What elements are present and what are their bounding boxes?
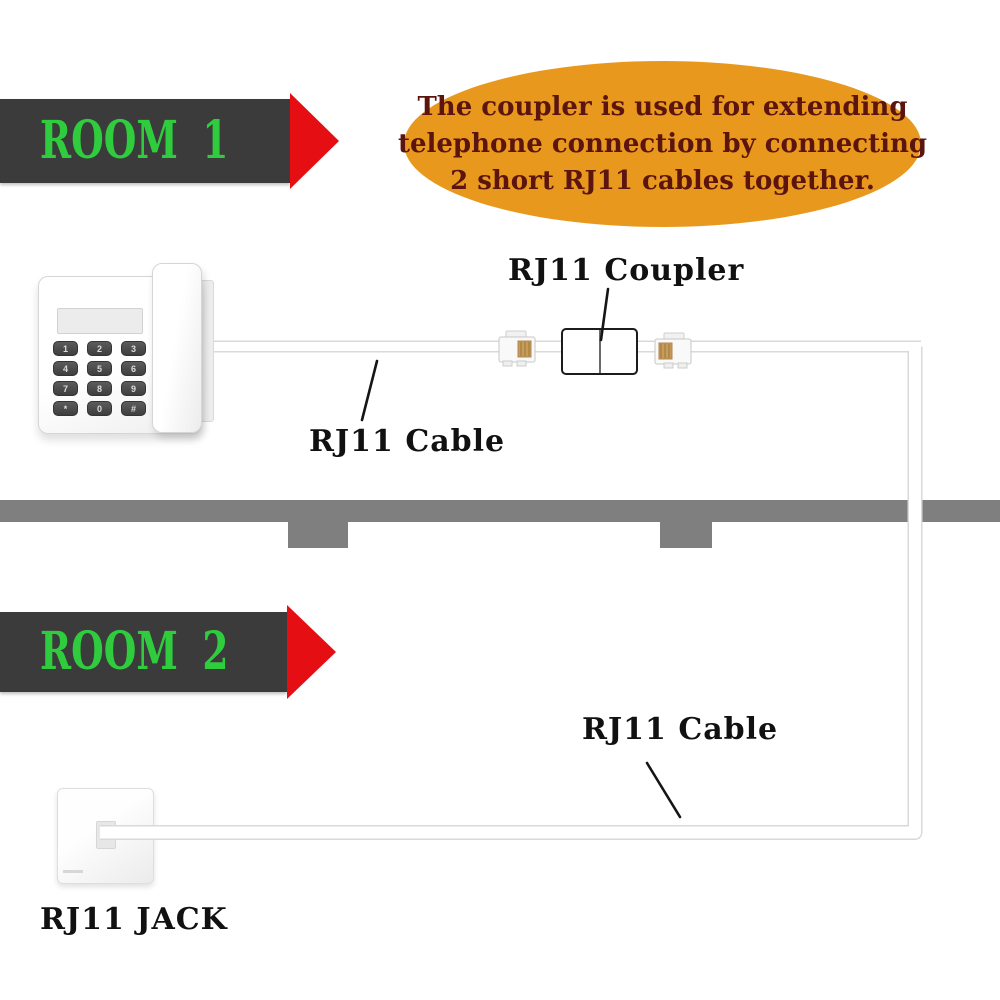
rj11-coupler bbox=[561, 328, 638, 375]
phone-display bbox=[57, 308, 143, 334]
callout-line: 2 short RJ11 cables together. bbox=[450, 165, 875, 196]
room1-arrow-right-icon bbox=[290, 93, 339, 189]
room1-banner: ROOM 1 bbox=[0, 99, 290, 183]
cable-label-room2: RJ11 Cable bbox=[582, 712, 779, 747]
phone-key: 5 bbox=[87, 361, 112, 376]
phone-key: 8 bbox=[87, 381, 112, 396]
rj11-plug-icon bbox=[654, 332, 692, 369]
phone-key: 2 bbox=[87, 341, 112, 356]
phone-key: * bbox=[53, 401, 78, 416]
callout-line: telephone connection by connecting bbox=[397, 128, 928, 159]
rj11-plug-icon bbox=[498, 330, 536, 367]
wall-stud bbox=[288, 522, 348, 548]
jack-brand-mark bbox=[63, 870, 83, 873]
phone-key: 4 bbox=[53, 361, 78, 376]
cable-bottom-leader-line bbox=[645, 761, 682, 819]
phone-key: 0 bbox=[87, 401, 112, 416]
phone-key: 3 bbox=[121, 341, 146, 356]
phone-key: 7 bbox=[53, 381, 78, 396]
jack-label: RJ11 JACK bbox=[40, 902, 228, 937]
phone-handset bbox=[152, 263, 202, 433]
room1-label: ROOM 1 bbox=[40, 110, 229, 171]
phone-key: 6 bbox=[121, 361, 146, 376]
room2-arrow-right-icon bbox=[287, 605, 336, 699]
cable-top-leader-line bbox=[360, 359, 379, 422]
phone-key: 9 bbox=[121, 381, 146, 396]
coupler-label: RJ11 Coupler bbox=[508, 253, 745, 288]
room2-banner: ROOM 2 bbox=[0, 612, 287, 692]
room2-label: ROOM 2 bbox=[40, 621, 229, 682]
wall-divider bbox=[0, 500, 1000, 522]
jack-port bbox=[96, 821, 116, 849]
phone-key: 1 bbox=[53, 341, 78, 356]
rj11-wall-jack bbox=[57, 788, 154, 884]
callout-line: The coupler is used for extending bbox=[417, 91, 908, 122]
cable-label-room1: RJ11 Cable bbox=[309, 424, 506, 459]
coupler-callout-bubble: The coupler is used for extending teleph… bbox=[398, 61, 927, 227]
wall-stud bbox=[660, 522, 712, 548]
coupler-divider bbox=[598, 330, 601, 373]
phone-key: # bbox=[121, 401, 146, 416]
